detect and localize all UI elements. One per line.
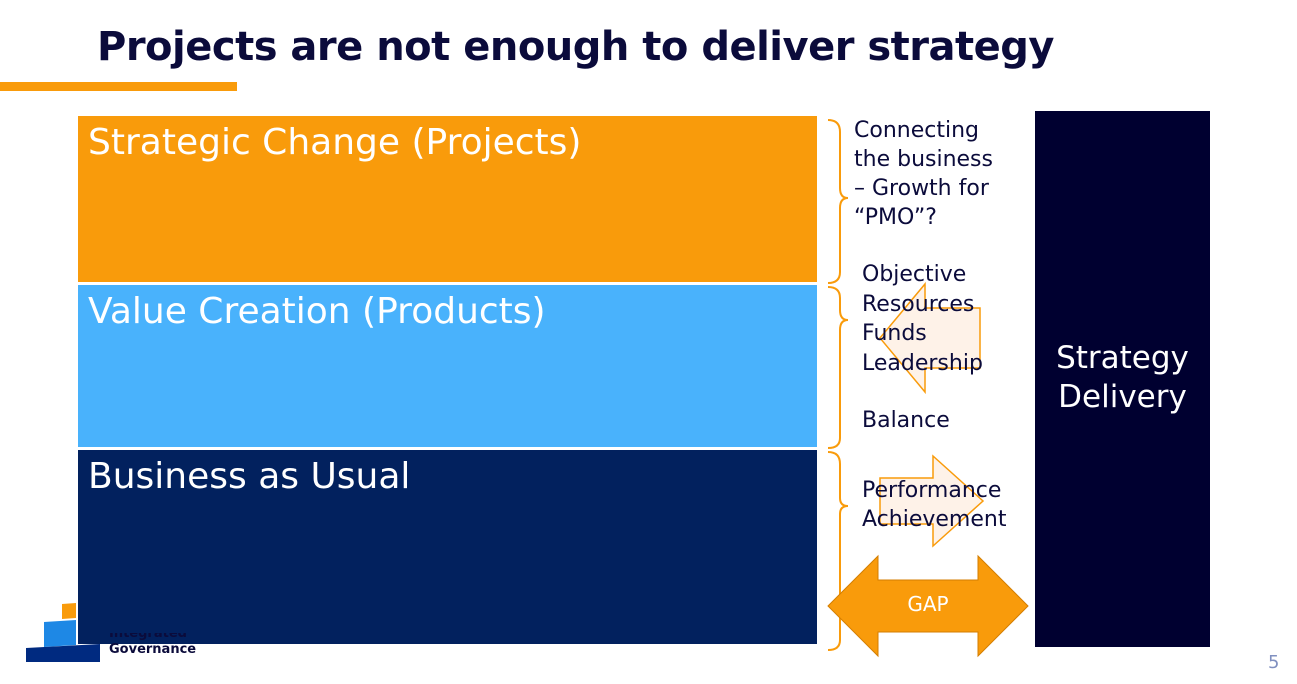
strategy-delivery-box [1035, 111, 1210, 647]
strategy-delivery-label: Strategy Delivery [1035, 339, 1210, 417]
factor-item: Objective [862, 262, 967, 287]
logo-blue-block [44, 620, 76, 647]
performance-item: Achievement [862, 507, 1007, 532]
logo-line2: Governance [109, 642, 197, 657]
layer-business-as-usual-label: Business as Usual [88, 456, 411, 497]
brace-products [827, 286, 849, 449]
strategy-delivery-line2: Delivery [1058, 379, 1187, 415]
layer-value-creation-label: Value Creation (Products) [88, 291, 546, 332]
arrow-right-icon [879, 454, 985, 548]
balance-label: Balance [862, 408, 950, 433]
logo-orange-block [62, 603, 76, 619]
connecting-line: Connecting [854, 118, 979, 143]
layer-strategic-change-label: Strategic Change (Projects) [88, 122, 582, 163]
connecting-line: “PMO”? [854, 205, 937, 230]
connecting-line: the business [854, 147, 993, 172]
connecting-line: – Growth for [854, 176, 989, 201]
performance-item: Performance [862, 478, 1002, 503]
connecting-business-note: Connecting the business – Growth for “PM… [854, 116, 993, 232]
logo-navy-block [26, 644, 100, 662]
factor-item: Resources [862, 291, 975, 317]
page-number: 5 [1268, 652, 1280, 673]
brace-bau [827, 451, 849, 651]
title-accent-bar [0, 82, 237, 91]
performance-list: Performance Achievement [862, 476, 1006, 534]
logo-wordmark: Integrated Governance [109, 633, 196, 658]
gap-double-arrow-icon [827, 554, 1029, 658]
brace-projects [827, 119, 849, 284]
factor-item: Funds [862, 321, 927, 346]
factor-item: Leadership [862, 350, 983, 376]
arrow-left-icon [879, 281, 981, 395]
layer-value-creation: Value Creation (Products) [78, 285, 817, 447]
factors-list: Objective Resources Funds Leadership [862, 260, 983, 378]
logo-line1: Integrated [109, 633, 187, 641]
strategy-delivery-line1: Strategy [1056, 340, 1189, 376]
layer-business-as-usual: Business as Usual [78, 450, 817, 644]
layer-strategic-change: Strategic Change (Projects) [78, 116, 817, 282]
gap-label: GAP [907, 592, 949, 616]
slide-title: Projects are not enough to deliver strat… [97, 24, 1054, 70]
